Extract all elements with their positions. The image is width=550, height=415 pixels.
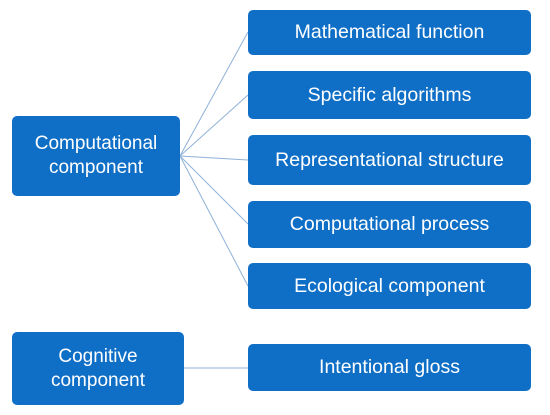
mathematical-function-label: Mathematical function (294, 21, 485, 44)
computational-component-node: Computational component (12, 116, 180, 196)
computational-process-node: Computational process (248, 201, 531, 248)
ecological-component-label: Ecological component (294, 274, 485, 297)
ecological-component-node: Ecological component (248, 263, 531, 309)
mathematical-function-node: Mathematical function (248, 10, 531, 55)
specific-algorithms-node: Specific algorithms (248, 71, 531, 119)
representational-structure-node: Representational structure (248, 135, 531, 185)
computational-label-line2: component (48, 157, 143, 178)
intentional-gloss-node: Intentional gloss (248, 344, 531, 391)
cognitive-component-node: Cognitive component (12, 332, 184, 405)
cognitive-label-line1: Cognitive (58, 345, 138, 367)
cognitive-label-line2: component (50, 369, 145, 391)
computational-process-label: Computational process (289, 213, 490, 236)
connector-computational-specific-algorithms (179, 94, 249, 157)
intentional-gloss-label: Intentional gloss (319, 356, 460, 379)
representational-structure-label: Representational structure (275, 148, 504, 171)
connector-computational-ecological-component (179, 155, 249, 287)
specific-algorithms-label: Specific algorithms (307, 83, 472, 106)
cognitive-component-label: Cognitive component (51, 345, 145, 393)
computational-component-label: Computational component (35, 132, 158, 180)
connector-computational-computational-process (179, 155, 249, 225)
computational-label-line1: Computational (34, 133, 158, 155)
connector-computational-mathematical-function (179, 31, 249, 157)
connector-computational-representational-structure (179, 155, 249, 161)
